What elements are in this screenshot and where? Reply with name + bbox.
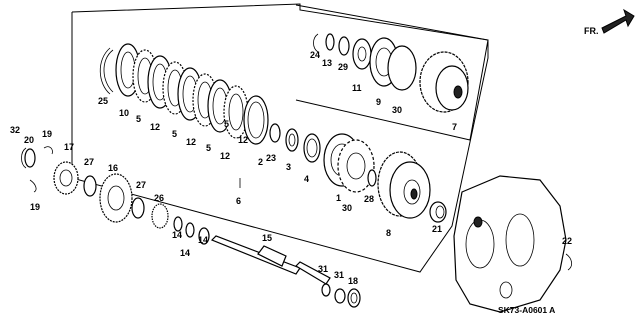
callout-22: 22 xyxy=(562,236,572,246)
callout-29: 29 xyxy=(338,62,348,72)
inner-assembly-box xyxy=(295,4,489,141)
callout-14a: 14 xyxy=(172,230,182,240)
washers-group xyxy=(269,123,321,163)
callout-30b: 30 xyxy=(342,203,352,213)
inner-parts xyxy=(313,33,469,113)
direction-label: FR. xyxy=(584,26,599,36)
callout-32: 32 xyxy=(10,125,20,135)
callout-13: 13 xyxy=(322,58,332,68)
callout-9: 9 xyxy=(376,97,381,107)
callout-14b: 14 xyxy=(180,248,190,258)
callout-10: 10 xyxy=(119,108,129,118)
callout-26: 26 xyxy=(154,193,164,203)
outer-assembly-box xyxy=(71,3,489,273)
callout-31b: 31 xyxy=(334,270,344,280)
callout-20: 20 xyxy=(24,135,34,145)
callout-12b: 12 xyxy=(186,137,196,147)
piston-assembly xyxy=(323,133,377,193)
callout-24: 24 xyxy=(310,50,320,60)
bearing-21 xyxy=(429,201,447,223)
callout-14c: 14 xyxy=(198,235,208,245)
mainshaft-15 xyxy=(210,235,331,285)
left-parts xyxy=(21,146,79,195)
callout-27a: 27 xyxy=(84,157,94,167)
callout-21: 21 xyxy=(432,224,442,234)
callout-5a: 5 xyxy=(136,114,141,124)
callout-5d: 5 xyxy=(224,119,229,129)
pin-22 xyxy=(565,253,572,271)
callout-16: 16 xyxy=(108,163,118,173)
callout-18: 18 xyxy=(348,276,358,286)
clutch-pack xyxy=(99,43,269,145)
callout-6: 6 xyxy=(236,196,241,206)
callout-1: 1 xyxy=(336,193,341,203)
callout-17: 17 xyxy=(64,142,74,152)
callout-19b: 19 xyxy=(30,202,40,212)
diagram-code: SK73-A0601 A xyxy=(498,305,555,315)
callout-labels: 1 2 3 4 5 5 5 5 6 7 8 9 10 11 12 12 12 1… xyxy=(10,50,572,286)
shaft-washers xyxy=(321,283,361,308)
callout-25: 25 xyxy=(98,96,108,106)
callout-11: 11 xyxy=(352,83,362,93)
callout-12d: 12 xyxy=(238,135,248,145)
callout-8: 8 xyxy=(386,228,391,238)
callout-15: 15 xyxy=(262,233,272,243)
callout-5c: 5 xyxy=(206,143,211,153)
callout-31a: 31 xyxy=(318,264,328,274)
callout-3: 3 xyxy=(286,162,291,172)
callout-12c: 12 xyxy=(220,151,230,161)
callout-30a: 30 xyxy=(392,105,402,115)
callout-12a: 12 xyxy=(150,122,160,132)
callout-27b: 27 xyxy=(136,180,146,190)
callout-23: 23 xyxy=(266,153,276,163)
callout-7: 7 xyxy=(452,122,457,132)
callout-28: 28 xyxy=(364,194,374,204)
callout-2: 2 xyxy=(258,157,263,167)
callout-5b: 5 xyxy=(172,129,177,139)
clutch-drum-8 xyxy=(377,151,431,219)
transmission-case xyxy=(453,175,567,313)
callout-19a: 19 xyxy=(42,129,52,139)
front-arrow-icon: FR. xyxy=(584,8,635,36)
callout-4: 4 xyxy=(304,174,309,184)
gear-parts xyxy=(83,173,210,245)
